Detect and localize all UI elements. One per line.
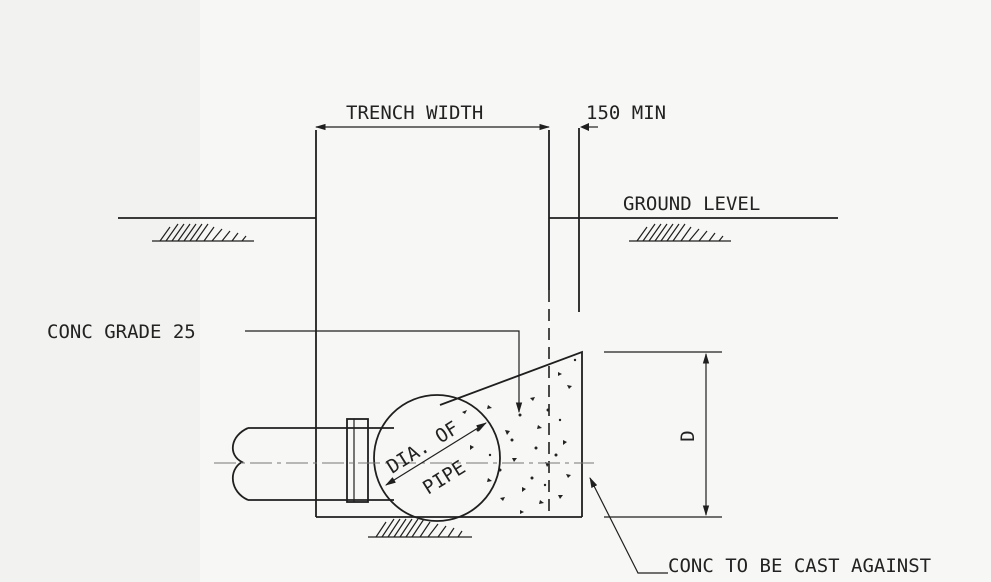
min-cover-label: 150 MIN (586, 102, 666, 124)
conc-grade-leader (245, 330, 523, 414)
trench-width-label: TRENCH WIDTH (346, 102, 483, 124)
pipe-section (373, 394, 501, 522)
ground-hatch-bottom (368, 518, 472, 538)
min-dimension-arrowhead (580, 123, 589, 131)
conc-cast-leader (589, 477, 668, 574)
d-dimension-label: D (677, 430, 699, 441)
ground-hatch-right (629, 223, 731, 242)
pipe-diameter-arrow (385, 422, 487, 486)
conc-grade-label: CONC GRADE 25 (47, 321, 196, 343)
pipe-barrel (232, 427, 394, 501)
pipe-collar (346, 418, 369, 503)
scan-shade (0, 0, 200, 582)
thrust-block-outline (439, 350, 583, 517)
ground-hatch-left (152, 223, 254, 242)
ground-level-label: GROUND LEVEL (623, 193, 760, 215)
conc-cast-label: CONC TO BE CAST AGAINST (668, 555, 931, 577)
